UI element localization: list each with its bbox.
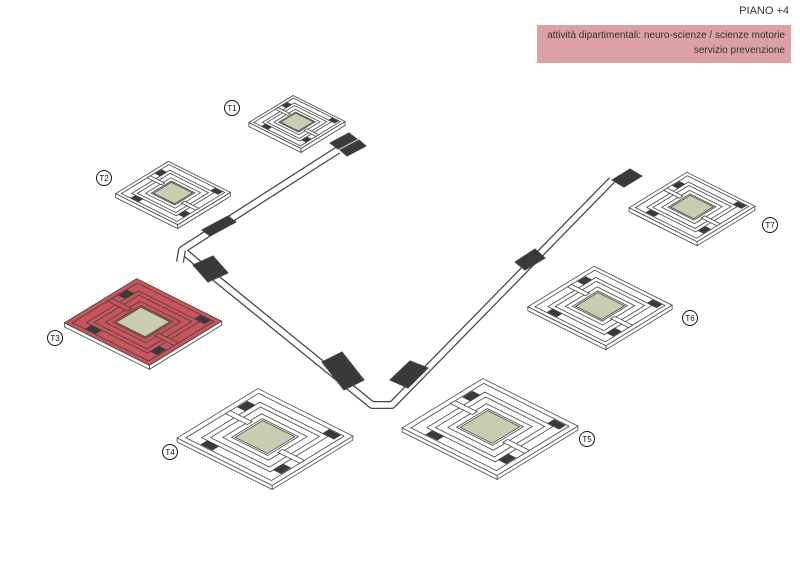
label-circle [162, 444, 178, 460]
wing-wall [449, 400, 478, 416]
wing-wall [153, 332, 180, 347]
service-core [697, 225, 711, 234]
service-core [261, 123, 273, 130]
service-core [300, 136, 312, 143]
connector-core [192, 255, 229, 283]
courtyard [279, 112, 315, 132]
connector-core [321, 351, 365, 391]
tower-label-t3: T3 [47, 330, 63, 346]
floor-title: PIANO +4 [739, 5, 789, 17]
service-core [117, 289, 135, 300]
tower-label-t7: T7 [762, 217, 778, 233]
tower-t6[interactable] [527, 265, 673, 351]
legend-line-2: servizio prevenzione [693, 45, 785, 56]
tower-label-t1: T1 [224, 100, 240, 116]
connector-core [339, 139, 367, 157]
service-core [154, 169, 168, 177]
wing-wall [180, 200, 200, 211]
service-core [272, 463, 292, 475]
label-circle [96, 170, 112, 186]
legend-box: attività dipartimentali: neuro-scienze /… [537, 25, 791, 63]
label-text: T4 [165, 448, 175, 457]
courtyard [115, 306, 171, 338]
tower-t1[interactable] [248, 95, 346, 154]
wing-wall [662, 187, 684, 199]
courtyard [152, 181, 194, 205]
label-text: T3 [50, 334, 60, 343]
connector-core [201, 215, 237, 237]
wing-wall [106, 297, 133, 312]
service-core [671, 181, 686, 189]
corridors [176, 132, 643, 409]
corridor-fill [177, 249, 185, 263]
service-core [130, 194, 144, 202]
wing-wall [566, 283, 591, 297]
service-core [645, 209, 660, 217]
tower-label-t2: T2 [96, 170, 112, 186]
wing-wall [224, 410, 253, 426]
service-core [85, 324, 103, 335]
service-core [732, 201, 747, 209]
label-text: T6 [685, 314, 695, 323]
towers [63, 95, 756, 491]
connector-core [329, 132, 358, 150]
service-core [546, 419, 567, 430]
service-core [281, 102, 293, 109]
service-core [237, 400, 256, 412]
connector-core [611, 168, 643, 188]
tower-t5[interactable] [401, 378, 579, 481]
label-text: T7 [765, 221, 775, 230]
wing-wall [277, 448, 306, 464]
service-core [646, 299, 663, 309]
connector-core [389, 360, 429, 389]
corridor-fill [179, 147, 614, 408]
service-core [193, 314, 212, 325]
tower-t2[interactable] [114, 160, 232, 230]
label-circle [579, 431, 595, 447]
label-text: T2 [99, 174, 109, 183]
connector-core [514, 248, 546, 271]
service-core [209, 187, 223, 195]
label-circle [47, 330, 63, 346]
label-circle [682, 310, 698, 326]
service-core [149, 345, 167, 356]
wing-wall [609, 315, 634, 329]
service-core [576, 276, 593, 286]
wing-wall [274, 107, 291, 116]
corridor-outline [178, 146, 615, 409]
tower-label-t4: T4 [162, 444, 178, 460]
tower-label-t5: T5 [579, 431, 595, 447]
tower-t4[interactable] [176, 388, 354, 491]
service-core [497, 453, 517, 465]
wing-wall [700, 215, 722, 227]
service-core [321, 429, 342, 440]
service-core [200, 440, 220, 451]
service-core [327, 117, 339, 124]
tower-label-t6: T6 [682, 310, 698, 326]
tower-t3[interactable] [63, 278, 223, 371]
courtyard [669, 194, 715, 220]
legend-line-1: attività dipartimentali: neuro-scienze /… [547, 30, 785, 41]
courtyard [459, 410, 521, 444]
service-core [177, 210, 191, 218]
label-circle [224, 100, 240, 116]
courtyard [234, 420, 296, 454]
courtyard [574, 292, 626, 320]
service-core [546, 308, 563, 318]
tower-t7[interactable] [628, 171, 756, 247]
wing-wall [502, 438, 531, 454]
service-core [606, 327, 622, 337]
label-text: T1 [227, 104, 237, 113]
service-core [462, 390, 481, 402]
wing-wall [303, 128, 320, 137]
service-core [425, 430, 445, 441]
label-text: T5 [582, 435, 592, 444]
label-circle [762, 217, 778, 233]
wing-wall [146, 175, 166, 186]
